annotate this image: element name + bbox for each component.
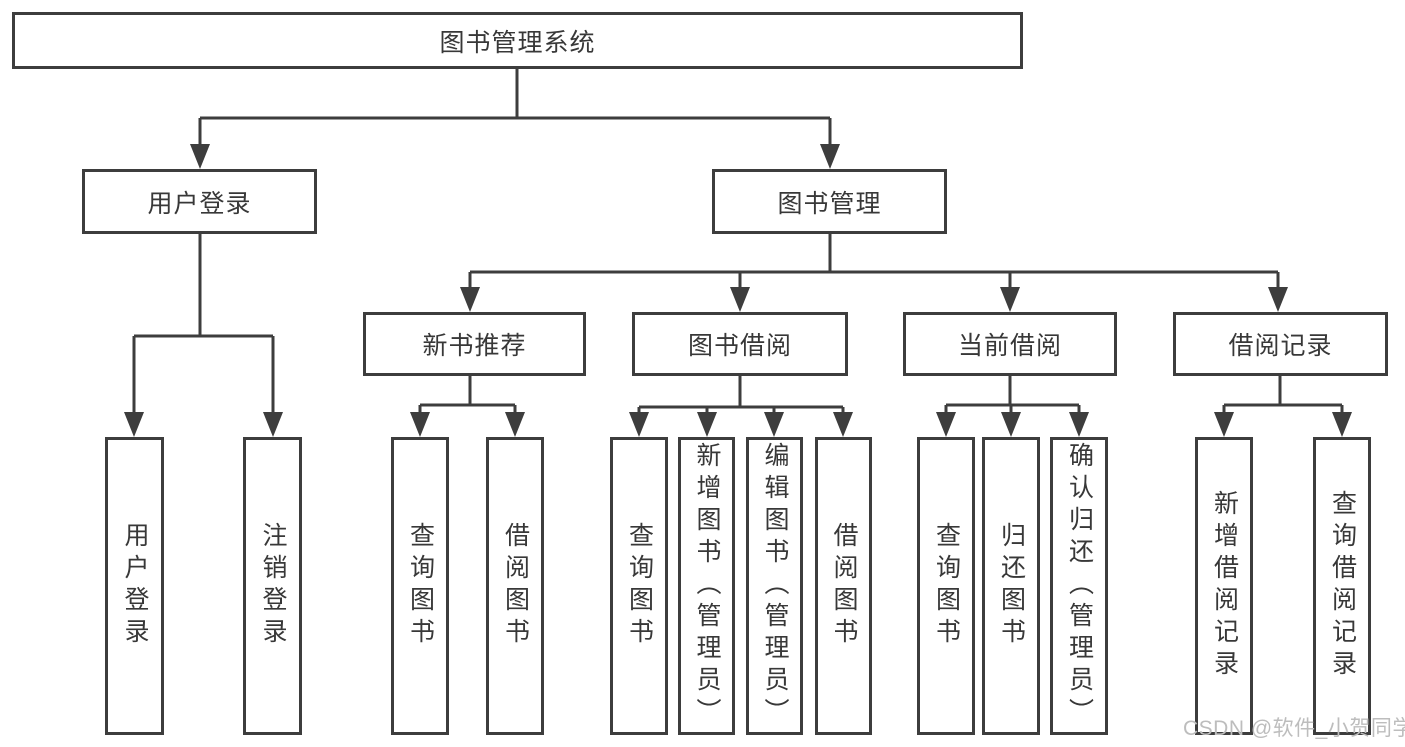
arrowhead-icon — [1268, 287, 1288, 312]
leaf-query-borrow-record: 查询借阅记录 — [1313, 437, 1371, 735]
connector-root-to-level2 — [198, 69, 832, 146]
arrowhead-icon — [629, 412, 649, 437]
node-user-login: 用户登录 — [82, 169, 317, 234]
node-library-system: 图书管理系统 — [12, 12, 1023, 69]
leaf-edit-book-admin: 编辑图书（管理员） — [746, 437, 803, 735]
arrowhead-icon — [190, 144, 210, 169]
node-book-management: 图书管理 — [712, 169, 947, 234]
leaf-query-books-recommend: 查询图书 — [391, 437, 449, 735]
arrowhead-icon — [697, 412, 717, 437]
arrowhead-icon — [1069, 412, 1089, 437]
leaf-query-books-current: 查询图书 — [917, 437, 975, 735]
arrowhead-icon — [1332, 412, 1352, 437]
arrowhead-icon — [730, 287, 750, 312]
node-new-book-recommend: 新书推荐 — [363, 312, 586, 376]
leaf-query-books-borrow: 查询图书 — [610, 437, 668, 735]
arrowhead-icon — [936, 412, 956, 437]
node-book-borrow: 图书借阅 — [632, 312, 848, 376]
connector-borrowrecords-to-leaves — [1222, 376, 1344, 414]
arrowhead-icon — [833, 412, 853, 437]
leaf-add-book-admin: 新增图书（管理员） — [678, 437, 735, 735]
leaf-logout: 注销登录 — [243, 437, 302, 735]
connector-bookmgmt-to-level3 — [468, 233, 1280, 290]
leaf-confirm-return-admin: 确认归还（管理员） — [1050, 437, 1108, 735]
connector-newbooks-to-leaves — [418, 376, 517, 414]
connector-userlogin-to-leaves — [132, 233, 275, 414]
node-current-borrow: 当前借阅 — [903, 312, 1117, 376]
arrowhead-icon — [460, 287, 480, 312]
arrowhead-icon — [263, 412, 283, 437]
arrowhead-icon — [764, 412, 784, 437]
leaf-borrow-books-recommend: 借阅图书 — [486, 437, 544, 735]
arrowhead-icon — [505, 412, 525, 437]
leaf-borrow-books: 借阅图书 — [815, 437, 872, 735]
arrowhead-icon — [410, 412, 430, 437]
leaf-add-borrow-record: 新增借阅记录 — [1195, 437, 1253, 735]
csdn-watermark: CSDN @软件_小贺同学 — [1183, 717, 1405, 740]
arrowhead-icon — [124, 412, 144, 437]
leaf-user-login: 用户登录 — [105, 437, 164, 735]
connector-currentborrow-to-leaves — [944, 376, 1081, 414]
leaf-return-book: 归还图书 — [982, 437, 1040, 735]
arrowhead-icon — [820, 144, 840, 169]
node-borrow-records: 借阅记录 — [1173, 312, 1388, 376]
connector-bookborrow-to-leaves — [637, 376, 845, 414]
arrowheads — [124, 144, 1352, 437]
arrowhead-icon — [1000, 287, 1020, 312]
arrowhead-icon — [1001, 412, 1021, 437]
arrowhead-icon — [1214, 412, 1234, 437]
